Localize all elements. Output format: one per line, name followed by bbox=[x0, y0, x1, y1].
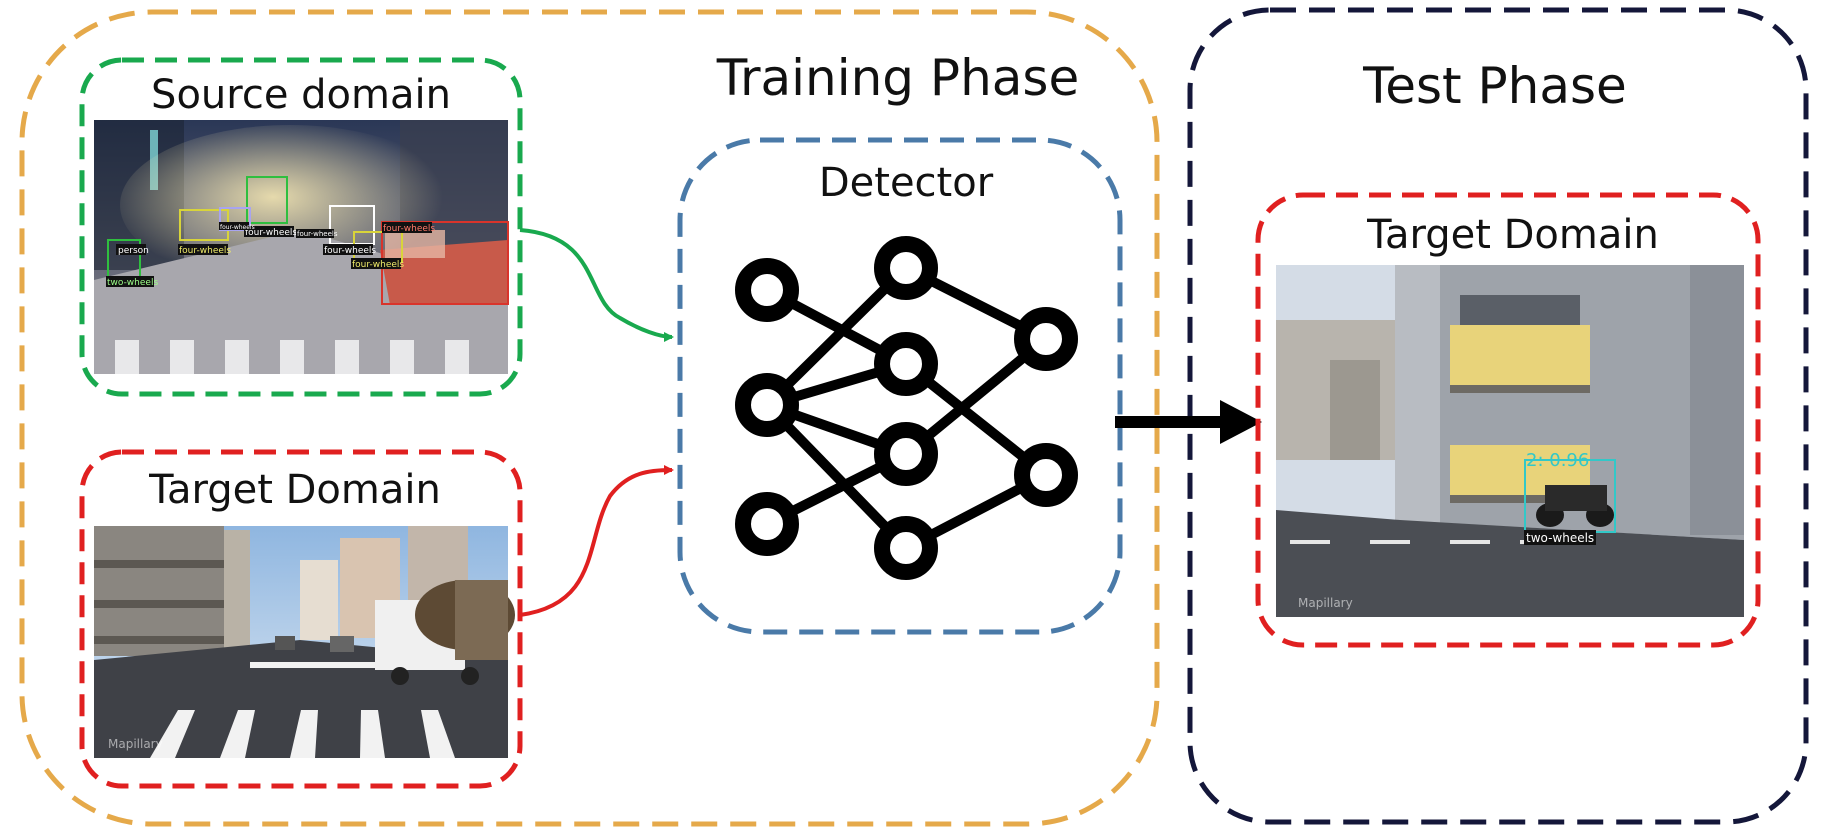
source-to-detector-arrow bbox=[519, 228, 674, 342]
source-det-label: four-wheels bbox=[179, 246, 231, 256]
training-to-test-arrow bbox=[1115, 400, 1262, 444]
detector-title: Detector bbox=[819, 160, 994, 206]
source-det-label: two-wheels bbox=[107, 278, 158, 288]
neural-network-icon bbox=[735, 236, 1078, 580]
training-phase-title: Training Phase bbox=[716, 49, 1079, 107]
source-domain-border bbox=[79, 57, 523, 397]
watermark-label: Mapillary bbox=[108, 737, 163, 751]
target-domain-test-border bbox=[1255, 192, 1761, 648]
training-phase-panel: Training Phase bbox=[19, 9, 1160, 827]
detector-panel: Detector bbox=[677, 137, 1123, 635]
test-phase-title: Test Phase bbox=[1362, 57, 1627, 115]
target-domain-test-image: 2: 0.96 two-wheels Mapillary bbox=[1276, 265, 1744, 617]
watermark-label: Mapillary bbox=[1298, 596, 1353, 610]
target-domain-train-panel: Target Domain bbox=[79, 449, 523, 789]
target-domain-train-border bbox=[79, 449, 523, 789]
source-det-label: four-wheels bbox=[220, 224, 255, 231]
source-det-label: four-wheels bbox=[324, 246, 376, 256]
target-domain-train-image: Mapillary bbox=[94, 526, 515, 758]
target-domain-test-panel: Target Domain bbox=[1255, 192, 1761, 648]
training-phase-border bbox=[19, 9, 1160, 827]
source-domain-image: person two-wheels four-wheels four-wheel… bbox=[94, 120, 509, 374]
source-det-label: four-wheels bbox=[352, 260, 404, 270]
source-det-label: four-wheels bbox=[297, 230, 338, 238]
target-domain-test-title: Target Domain bbox=[1366, 212, 1659, 258]
source-det-label: four-wheels bbox=[245, 228, 297, 238]
target-to-detector-arrow bbox=[519, 465, 674, 617]
source-det-box bbox=[246, 176, 288, 224]
test-det-label: two-wheels bbox=[1526, 531, 1594, 545]
source-domain-title: Source domain bbox=[151, 72, 451, 118]
test-det-score: 2: 0.96 bbox=[1526, 450, 1589, 471]
source-det-label: person bbox=[118, 246, 149, 256]
target-domain-train-title: Target Domain bbox=[148, 467, 441, 513]
source-domain-panel: Source domain bbox=[79, 57, 523, 397]
source-det-label: four-wheels bbox=[383, 224, 435, 234]
